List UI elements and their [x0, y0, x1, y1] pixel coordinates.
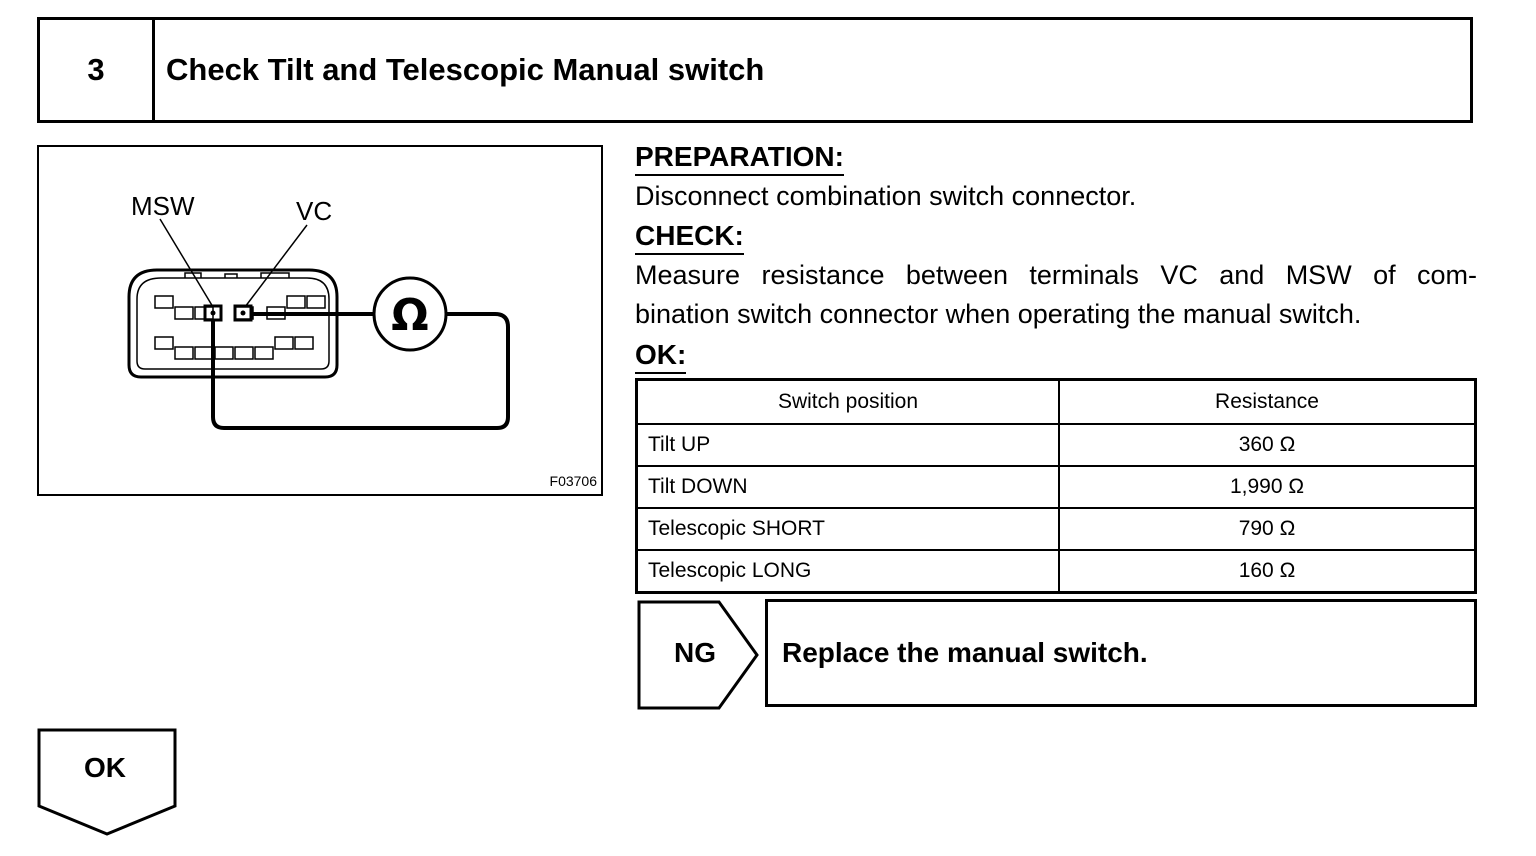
test-lead-wire — [211, 312, 510, 430]
ng-action: Replace the manual switch. — [765, 599, 1477, 707]
ok-label: OK — [84, 752, 126, 783]
column-header-position: Switch position — [635, 378, 1060, 425]
switch-position-cell: Tilt UP — [635, 423, 1060, 467]
connector-drawing: Ω MSW VC F03706 — [127, 191, 598, 489]
step-title: Check Tilt and Telescopic Manual switch — [166, 52, 765, 87]
table-row: Telescopic SHORT 790 Ω — [635, 507, 1477, 551]
ohmmeter-icon — [372, 276, 448, 352]
ng-label: NG — [674, 637, 716, 668]
table-row: Tilt UP 360 Ω — [635, 423, 1477, 467]
preparation-heading: PREPARATION: — [635, 142, 844, 176]
check-text-line1: Measure resistance between terminals VC … — [635, 260, 1477, 290]
resistance-cell: 360 Ω — [1058, 423, 1477, 467]
switch-position-cell: Tilt DOWN — [635, 465, 1060, 509]
step-header: 3 Check Tilt and Telescopic Manual switc… — [37, 17, 1473, 123]
check-text-line2: bination switch connector when operating… — [635, 299, 1362, 329]
vc-label: VC — [296, 196, 332, 226]
ohm-symbol: Ω — [391, 290, 428, 341]
ok-arrow-shape — [37, 728, 177, 836]
switch-position-cell: Telescopic LONG — [635, 549, 1060, 594]
resistance-cell: 160 Ω — [1058, 549, 1477, 594]
table-header-row: Switch position Resistance — [635, 378, 1477, 425]
connector-diagram: Ω MSW VC F03706 — [37, 145, 603, 496]
table-row: Telescopic LONG 160 Ω — [635, 549, 1477, 594]
figure-code: F03706 — [550, 473, 598, 489]
table-row: Tilt DOWN 1,990 Ω — [635, 465, 1477, 509]
ng-arrow-shape — [637, 600, 759, 710]
switch-position-cell: Telescopic SHORT — [635, 507, 1060, 551]
resistance-cell: 1,990 Ω — [1058, 465, 1477, 509]
ok-heading: OK: — [635, 340, 687, 374]
connector-outline — [127, 268, 339, 379]
step-number: 3 — [40, 20, 155, 120]
preparation-text: Disconnect combination switch connector. — [635, 181, 1137, 211]
check-heading: CHECK: — [635, 221, 744, 255]
column-header-resistance: Resistance — [1058, 378, 1477, 425]
msw-label: MSW — [131, 191, 195, 221]
resistance-cell: 790 Ω — [1058, 507, 1477, 551]
resistance-table: Switch position Resistance Tilt UP 360 Ω… — [635, 378, 1477, 594]
